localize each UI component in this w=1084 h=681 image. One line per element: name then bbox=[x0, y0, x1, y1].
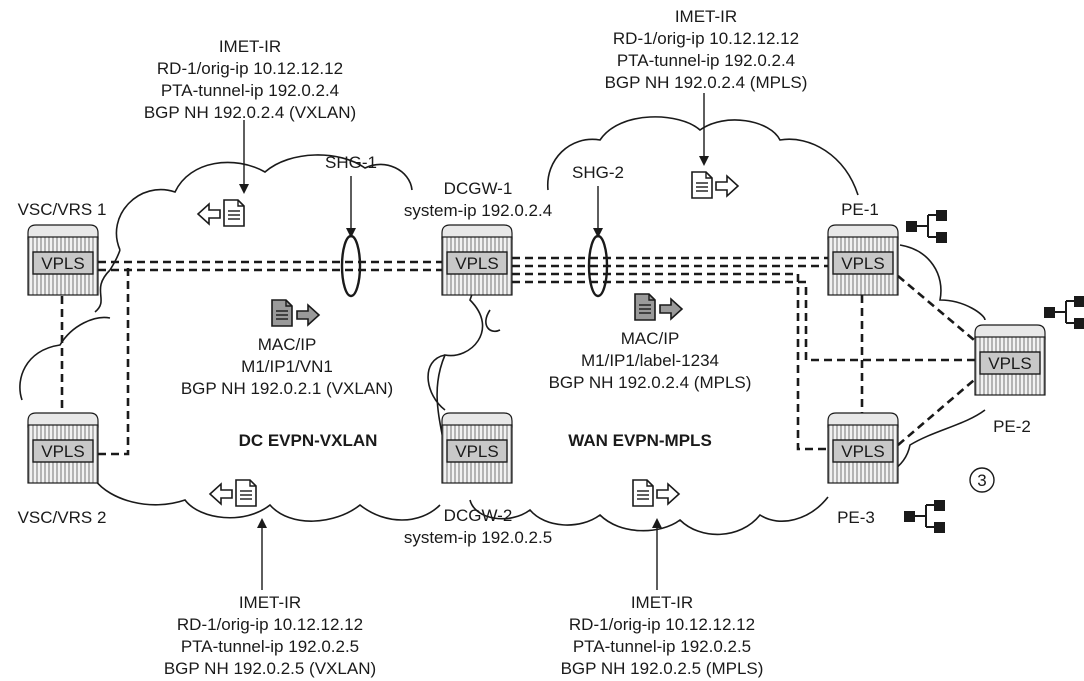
svg-text:IMET-IR: IMET-IR bbox=[239, 593, 301, 612]
svg-text:RD-1/orig-ip 10.12.12.12: RD-1/orig-ip 10.12.12.12 bbox=[569, 615, 755, 634]
pe1-name: PE-1 bbox=[841, 200, 879, 219]
dcgw1-name: DCGW-1 bbox=[444, 179, 513, 198]
wan-cloud-label: WAN EVPN-MPLS bbox=[568, 431, 712, 450]
svg-text:PTA-tunnel-ip 192.0.2.4: PTA-tunnel-ip 192.0.2.4 bbox=[161, 81, 339, 100]
svg-text:MAC/IP: MAC/IP bbox=[258, 335, 317, 354]
mac-ip-mpls-icon bbox=[634, 293, 683, 321]
mac-ip-mpls-text: MAC/IP M1/IP1/label-1234 BGP NH 192.0.2.… bbox=[549, 329, 752, 392]
imet-dcgw2-mpls-text: IMET-IR RD-1/orig-ip 10.12.12.12 PTA-tun… bbox=[561, 593, 764, 678]
svg-text:IMET-IR: IMET-IR bbox=[631, 593, 693, 612]
imet-dcgw1-mpls-icon bbox=[691, 171, 739, 199]
svg-text:BGP NH 192.0.2.4 (VXLAN): BGP NH 192.0.2.4 (VXLAN) bbox=[144, 103, 356, 122]
svg-text:RD-1/orig-ip 10.12.12.12: RD-1/orig-ip 10.12.12.12 bbox=[613, 29, 799, 48]
pe2-name: PE-2 bbox=[993, 417, 1031, 436]
step-indicator-number: 3 bbox=[977, 471, 986, 490]
dc-cloud-label: DC EVPN-VXLAN bbox=[239, 431, 378, 450]
svg-text:BGP NH 192.0.2.5 (MPLS): BGP NH 192.0.2.5 (MPLS) bbox=[561, 659, 764, 678]
svg-text:BGP NH 192.0.2.1 (VXLAN): BGP NH 192.0.2.1 (VXLAN) bbox=[181, 379, 393, 398]
shg-1-label: SHG-1 bbox=[325, 153, 377, 172]
svg-text:PTA-tunnel-ip 192.0.2.5: PTA-tunnel-ip 192.0.2.5 bbox=[573, 637, 751, 656]
svg-text:BGP NH 192.0.2.4 (MPLS): BGP NH 192.0.2.4 (MPLS) bbox=[605, 73, 808, 92]
pe3-name: PE-3 bbox=[837, 508, 875, 527]
svg-text:PTA-tunnel-ip 192.0.2.5: PTA-tunnel-ip 192.0.2.5 bbox=[181, 637, 359, 656]
vsc2-name: VSC/VRS 2 bbox=[18, 508, 107, 527]
router-vsc-vrs-2[interactable]: VPLS bbox=[27, 412, 99, 484]
pseudowire-links bbox=[60, 256, 981, 456]
router-dcgw-2[interactable]: VPLS bbox=[441, 412, 513, 484]
svg-text:RD-1/orig-ip 10.12.12.12: RD-1/orig-ip 10.12.12.12 bbox=[177, 615, 363, 634]
pe1-vpls-label: VPLS bbox=[841, 254, 884, 273]
dcgw2-vpls-label: VPLS bbox=[455, 442, 498, 461]
imet-dcgw1-vxlan-text: IMET-IR RD-1/orig-ip 10.12.12.12 PTA-tun… bbox=[144, 37, 356, 122]
dcgw2-name: DCGW-2 bbox=[444, 506, 513, 525]
svg-text:RD-1/orig-ip 10.12.12.12: RD-1/orig-ip 10.12.12.12 bbox=[157, 59, 343, 78]
svg-text:PTA-tunnel-ip 192.0.2.4: PTA-tunnel-ip 192.0.2.4 bbox=[617, 51, 795, 70]
imet-dcgw1-vxlan-icon bbox=[197, 199, 245, 227]
step-indicator bbox=[969, 467, 995, 493]
pe3-vpls-label: VPLS bbox=[841, 442, 884, 461]
svg-text:BGP NH 192.0.2.4 (MPLS): BGP NH 192.0.2.4 (MPLS) bbox=[549, 373, 752, 392]
router-pe-3[interactable]: VPLS bbox=[827, 412, 899, 484]
router-dcgw-1[interactable]: VPLS bbox=[441, 224, 513, 296]
svg-text:M1/IP1/VN1: M1/IP1/VN1 bbox=[241, 357, 333, 376]
dcgw2-system-ip: system-ip 192.0.2.5 bbox=[404, 528, 552, 547]
imet-dcgw1-mpls-text: IMET-IR RD-1/orig-ip 10.12.12.12 PTA-tun… bbox=[605, 7, 808, 92]
router-pe-2[interactable]: VPLS bbox=[974, 324, 1046, 396]
wan-cloud bbox=[427, 116, 986, 536]
svg-text:BGP NH 192.0.2.5 (VXLAN): BGP NH 192.0.2.5 (VXLAN) bbox=[164, 659, 376, 678]
network-hosts-icon-pe2 bbox=[1043, 295, 1084, 330]
dc-cloud bbox=[19, 154, 484, 522]
vsc2-vpls-label: VPLS bbox=[41, 442, 84, 461]
imet-dcgw2-vxlan-icon bbox=[209, 479, 257, 507]
dcgw1-system-ip: system-ip 192.0.2.4 bbox=[404, 201, 552, 220]
svg-text:IMET-IR: IMET-IR bbox=[675, 7, 737, 26]
mac-ip-vxlan-icon bbox=[271, 299, 320, 327]
svg-text:MAC/IP: MAC/IP bbox=[621, 329, 680, 348]
dcgw1-vpls-label: VPLS bbox=[455, 254, 498, 273]
imet-dcgw2-mpls-icon bbox=[632, 479, 680, 507]
svg-text:IMET-IR: IMET-IR bbox=[219, 37, 281, 56]
pe2-vpls-label: VPLS bbox=[988, 354, 1031, 373]
shg-2-label: SHG-2 bbox=[572, 163, 624, 182]
router-pe-1[interactable]: VPLS bbox=[827, 224, 899, 296]
imet-dcgw2-vxlan-text: IMET-IR RD-1/orig-ip 10.12.12.12 PTA-tun… bbox=[164, 593, 376, 678]
svg-text:M1/IP1/label-1234: M1/IP1/label-1234 bbox=[581, 351, 719, 370]
vsc1-name: VSC/VRS 1 bbox=[18, 200, 107, 219]
router-vsc-vrs-1[interactable]: VPLS bbox=[27, 224, 99, 296]
network-hosts-icon-pe1 bbox=[905, 209, 948, 244]
shg-1-ring bbox=[340, 234, 362, 298]
mac-ip-vxlan-text: MAC/IP M1/IP1/VN1 BGP NH 192.0.2.1 (VXLA… bbox=[181, 335, 393, 398]
network-hosts-icon-pe3 bbox=[903, 499, 946, 534]
vsc1-vpls-label: VPLS bbox=[41, 254, 84, 273]
